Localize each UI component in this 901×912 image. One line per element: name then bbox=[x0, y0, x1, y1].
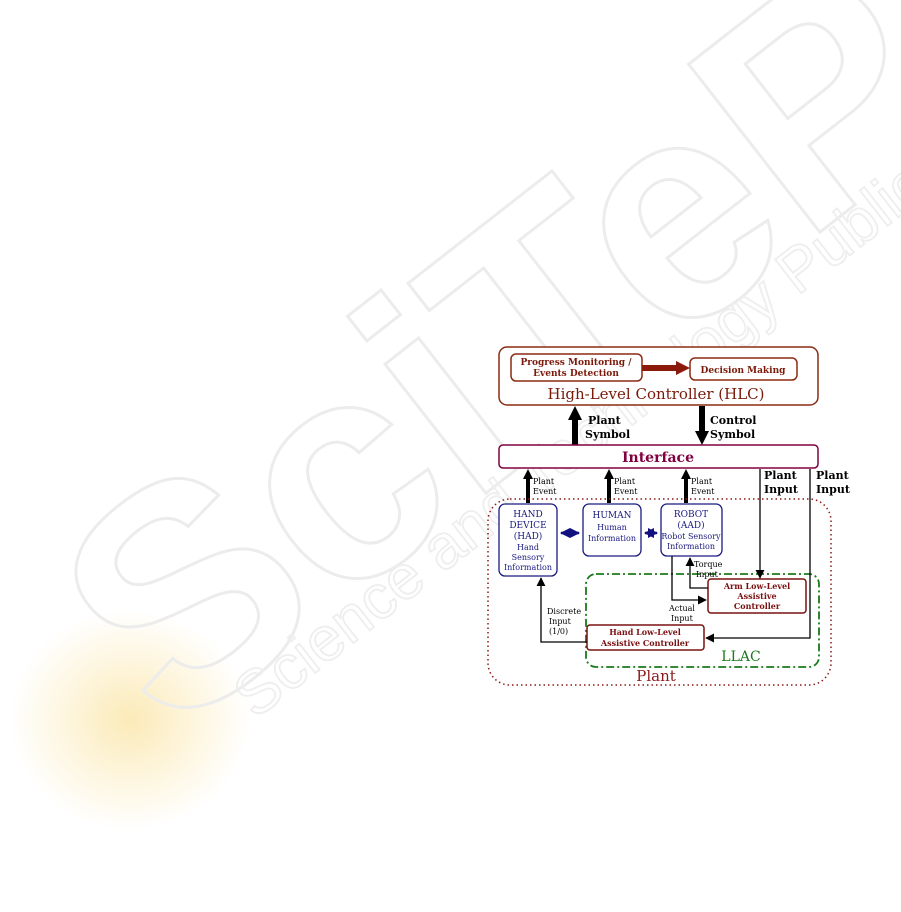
robot-event-label-2: Event bbox=[691, 487, 715, 496]
human-box bbox=[582, 503, 642, 557]
had-label-3: (HAD) bbox=[514, 531, 543, 542]
progress-to-decision-arrowhead bbox=[676, 361, 690, 375]
plant-input-hand-label-2: Input bbox=[816, 483, 851, 496]
decision-making-box bbox=[689, 357, 798, 381]
plant-input-to-hand-llc bbox=[705, 469, 811, 643]
had-label-5: Sensory bbox=[512, 553, 545, 562]
human-event-arrowhead bbox=[604, 469, 614, 479]
interface-title: Interface bbox=[622, 450, 694, 466]
hand-llc-label-1: Hand Low-Level bbox=[609, 627, 681, 637]
human-label-2: Human bbox=[597, 523, 627, 532]
interface-box bbox=[498, 444, 819, 469]
hlc-title: High-Level Controller (HLC) bbox=[548, 385, 765, 403]
plant-input-hand-label-1: Plant bbox=[816, 469, 850, 482]
control-symbol-label-1: Control bbox=[710, 414, 756, 427]
torque-input-label-1: Torque bbox=[694, 560, 723, 569]
decision-making-label: Decision Making bbox=[701, 366, 787, 376]
had-label-2: DEVICE bbox=[509, 521, 546, 531]
actual-input-arrow bbox=[671, 556, 707, 605]
arm-llc-label-1: Arm Low-Level bbox=[723, 581, 790, 591]
plant-input-arm-label-2: Input bbox=[764, 483, 799, 496]
plant-box bbox=[487, 498, 832, 686]
had-event-label-1: Plant bbox=[533, 477, 555, 486]
had-box bbox=[498, 503, 558, 577]
robot-label-4: Information bbox=[667, 542, 715, 551]
robot-event-label-1: Plant bbox=[691, 477, 713, 486]
torque-input-label-2: Input bbox=[696, 570, 719, 579]
had-label-1: HAND bbox=[513, 510, 542, 520]
control-symbol-label-2: Symbol bbox=[710, 428, 755, 441]
plant-symbol-label-1: Plant bbox=[588, 414, 622, 427]
robot-label-1: ROBOT bbox=[674, 510, 708, 520]
actual-input-label-1: Actual bbox=[668, 604, 695, 613]
llac-box bbox=[585, 573, 820, 668]
discrete-input-arrow bbox=[536, 577, 587, 643]
actual-input-label-2: Input bbox=[671, 614, 694, 623]
control-symbol-arrowhead bbox=[695, 431, 709, 445]
plant-symbol-label-2: Symbol bbox=[585, 428, 630, 441]
robot-event-arrowhead bbox=[681, 469, 691, 479]
had-event-arrowhead bbox=[523, 469, 533, 479]
hand-llc-label-2: Assistive Controller bbox=[600, 638, 690, 648]
progress-monitoring-label-1: Progress Monitoring / bbox=[520, 358, 632, 368]
discrete-input-label-2: Input bbox=[549, 617, 572, 626]
discrete-input-label-3: (1/0) bbox=[549, 627, 568, 636]
arm-llc-box bbox=[707, 578, 807, 614]
arm-llc-label-3: Controller bbox=[734, 601, 781, 611]
robot-box bbox=[660, 503, 723, 557]
had-label-6: Information bbox=[504, 563, 552, 572]
arm-llc-label-2: Assistive bbox=[736, 591, 776, 601]
robot-label-3: Robot Sensory bbox=[661, 532, 721, 541]
human-label-3: Information bbox=[588, 534, 636, 543]
llac-title: LLAC bbox=[721, 649, 760, 665]
robot-label-2: (AAD) bbox=[677, 520, 704, 531]
plant-symbol-arrowhead bbox=[568, 406, 582, 420]
human-event-label-2: Event bbox=[614, 487, 638, 496]
had-event-label-2: Event bbox=[533, 487, 557, 496]
progress-monitoring-label-2: Events Detection bbox=[533, 369, 619, 379]
human-event-label-1: Plant bbox=[614, 477, 636, 486]
watermark-glow bbox=[10, 610, 250, 830]
torque-input-arrow bbox=[685, 557, 708, 589]
plant-input-arm-label-1: Plant bbox=[764, 469, 798, 482]
plant-title: Plant bbox=[636, 667, 676, 685]
discrete-input-label-1: Discrete bbox=[547, 607, 581, 616]
human-label-1: HUMAN bbox=[592, 511, 631, 521]
hand-llc-box bbox=[586, 624, 705, 651]
had-label-4: Hand bbox=[517, 543, 539, 552]
